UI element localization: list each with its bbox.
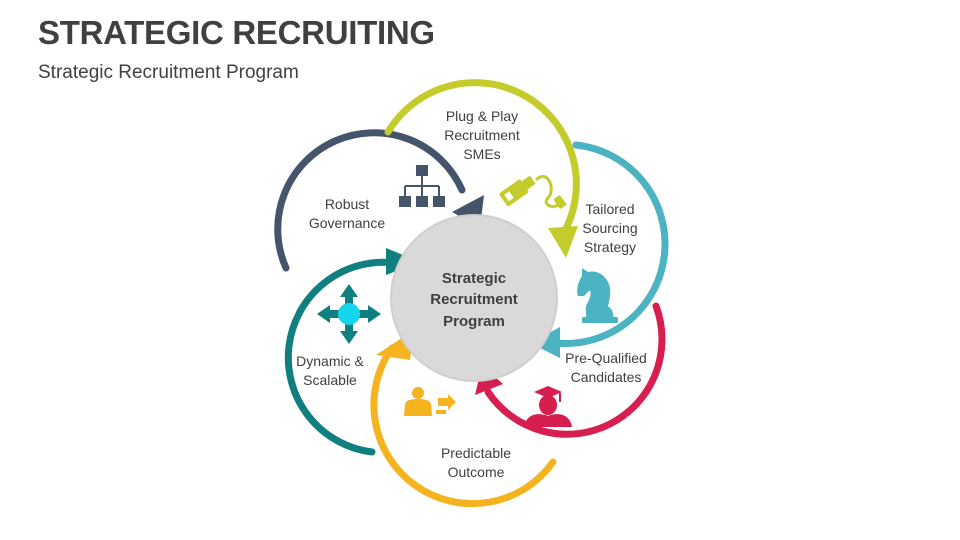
chess-knight-icon [577, 268, 618, 323]
plug-play-arrowhead [548, 226, 578, 258]
robust-governance-label-line-2: Governance [309, 215, 385, 231]
dynamic-scalable-label-line-1: Dynamic & [296, 353, 364, 369]
move-arrows-icon [317, 284, 381, 344]
page-title: STRATEGIC RECRUITING [38, 14, 435, 51]
plug-play-arc [384, 79, 580, 258]
center-hub: Strategic Recruitment Program [390, 214, 558, 382]
predictable-outcome-label-line-1: Predictable [441, 445, 511, 461]
plug-play-label: Plug & Play Recruitment SMEs [444, 108, 520, 162]
plug-play-label-line-3: SMEs [463, 146, 500, 162]
usb-plug-icon [499, 175, 567, 209]
tailored-sourcing-label-line-2: Sourcing [582, 220, 637, 236]
org-chart-icon [399, 165, 445, 207]
robust-governance-label: Robust Governance [309, 196, 385, 231]
center-label-line-2: Recruitment [430, 291, 518, 308]
tailored-sourcing-label-line-1: Tailored [585, 201, 634, 217]
plug-play-label-line-2: Recruitment [444, 127, 520, 143]
tailored-sourcing-label-line-3: Strategy [584, 239, 636, 255]
pre-qualified-label-line-2: Candidates [571, 369, 642, 385]
robust-governance-label-line-1: Robust [325, 196, 369, 212]
center-label-line-3: Program [443, 313, 505, 330]
dynamic-scalable-label-line-2: Scalable [303, 372, 357, 388]
person-arrow-icon [404, 387, 456, 416]
pre-qualified-label-line-1: Pre-Qualified [565, 350, 647, 366]
plug-play-label-line-1: Plug & Play [446, 108, 518, 124]
page-subtitle: Strategic Recruitment Program [38, 62, 299, 83]
dynamic-scalable-label: Dynamic & Scalable [296, 353, 364, 388]
predictable-outcome-label: Predictable Outcome [441, 445, 511, 480]
center-label-line-1: Strategic [442, 270, 506, 287]
predictable-outcome-label-line-2: Outcome [448, 464, 505, 480]
graduate-icon [524, 386, 572, 427]
pre-qualified-label: Pre-Qualified Candidates [565, 350, 647, 385]
tailored-sourcing-label: Tailored Sourcing Strategy [582, 201, 637, 255]
